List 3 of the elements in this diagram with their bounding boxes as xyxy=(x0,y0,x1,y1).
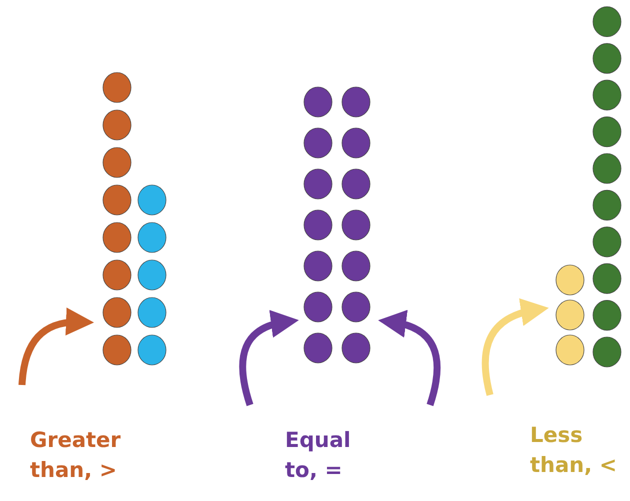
comparison-label: Less than, < xyxy=(530,422,618,479)
comparison-label: Greater than, > xyxy=(30,427,122,484)
comparison-label: Equal to, = xyxy=(285,427,352,484)
